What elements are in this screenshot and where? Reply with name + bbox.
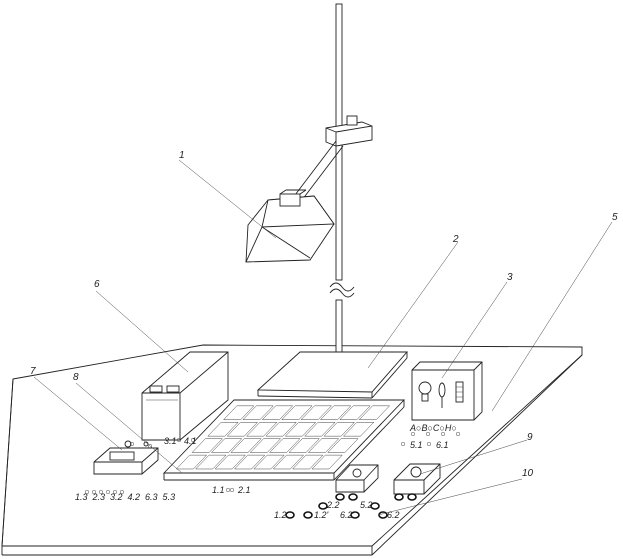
callout-2: 2: [452, 234, 459, 245]
lamp-box: [411, 361, 483, 421]
terminal-dot: [190, 437, 196, 443]
label-box-a: 5.1: [410, 440, 423, 450]
battery: [141, 351, 229, 441]
solar-cell: [269, 438, 301, 453]
terminal-dot: [229, 487, 235, 493]
lamp-housing: [245, 189, 335, 263]
solar-cell: [214, 454, 246, 470]
label-battery-b: 4.1: [184, 436, 197, 446]
callout-8: 8: [73, 372, 79, 383]
terminal-dot: [440, 431, 446, 437]
small-terminals: [84, 431, 461, 495]
solar-cell: [319, 405, 352, 420]
terminal-dot: [147, 443, 153, 449]
label-panel-a: 1.1: [212, 485, 225, 495]
solar-cell: [339, 405, 371, 420]
label-mid-c: 1.2: [274, 510, 287, 520]
solar-cell: [207, 422, 239, 437]
base-board: [1, 344, 583, 556]
platform: [256, 351, 408, 399]
terminal-dot: [129, 441, 135, 447]
solar-cell: [281, 405, 313, 420]
label-box-b: 6.1: [436, 440, 449, 450]
label-mid-f: 6.2: [387, 510, 400, 520]
solar-cell: [300, 405, 333, 420]
callout-1: 1: [179, 150, 185, 161]
callout-numbers: 1 2 3 5 6 7 8 9 10: [30, 150, 618, 479]
label-controller-row: 1.3 2.3 3.2 4.2 6.3 5.3: [75, 492, 175, 502]
callout-7: 7: [30, 366, 36, 377]
solar-cell: [253, 454, 285, 470]
callout-10: 10: [522, 468, 534, 479]
terminal-dot: [98, 489, 104, 495]
multimeter-left: [335, 464, 379, 493]
charge-controller: [93, 440, 159, 475]
multimeter-right: [393, 463, 441, 495]
terminal-dot: [400, 441, 406, 447]
label-box-row: A○B○C○Н○: [409, 423, 457, 433]
terminal-labels: 3.1 4.1 1.1 2.1 A○B○C○Н○ 5.1 6.1 2.2 5.2…: [75, 423, 457, 520]
terminal-dot: [425, 431, 431, 437]
terminal-dot: [426, 441, 432, 447]
solar-cell: [223, 405, 255, 420]
solar-cell: [210, 438, 243, 453]
terminal-dot: [91, 489, 97, 495]
solar-panel: [162, 399, 406, 481]
stand-rod: [329, 3, 355, 371]
solar-cell: [242, 405, 274, 420]
solar-cell: [233, 454, 266, 470]
terminal-dot: [455, 431, 461, 437]
label-panel-b: 2.1: [237, 485, 251, 495]
lamp-arm: [291, 140, 344, 205]
terminal-dot: [112, 489, 118, 495]
solar-cell: [261, 405, 294, 420]
label-battery-a: 3.1: [164, 436, 177, 446]
solar-cell: [292, 454, 324, 470]
solar-cell: [265, 422, 297, 437]
solar-cell: [304, 422, 336, 437]
terminal-dot: [84, 489, 90, 495]
terminal-dot: [105, 489, 111, 495]
rod-clamp: [325, 115, 373, 147]
solar-cell: [226, 422, 259, 437]
callout-3: 3: [507, 272, 513, 283]
solar-cell: [288, 438, 320, 453]
label-mid-b: 5.2: [360, 500, 373, 510]
solar-cell: [358, 405, 391, 420]
solar-cell: [284, 422, 317, 437]
solar-cell: [246, 422, 278, 437]
label-mid-a: 2.2: [326, 500, 340, 510]
solar-cell: [323, 422, 356, 437]
solar-cell: [191, 438, 223, 453]
solar-cell: [272, 454, 305, 470]
solar-cell: [195, 454, 227, 470]
terminal-dot: [225, 487, 231, 493]
solar-cell: [311, 454, 343, 470]
leader-lines: [33, 159, 613, 516]
solar-cell: [230, 438, 262, 453]
terminal-dot: [176, 437, 182, 443]
solar-cell: [327, 438, 359, 453]
callout-6: 6: [94, 279, 100, 290]
label-mid-d: 1.2': [314, 510, 329, 520]
solar-cell: [175, 454, 208, 470]
solar-cell: [249, 438, 282, 453]
terminal-dot: [119, 489, 125, 495]
solar-cell: [307, 438, 340, 453]
solar-cell: [342, 422, 375, 437]
terminal-dot: [410, 431, 416, 437]
callout-5: 5: [612, 212, 618, 223]
callout-9: 9: [527, 432, 533, 443]
label-mid-e: 6.2': [340, 510, 355, 520]
